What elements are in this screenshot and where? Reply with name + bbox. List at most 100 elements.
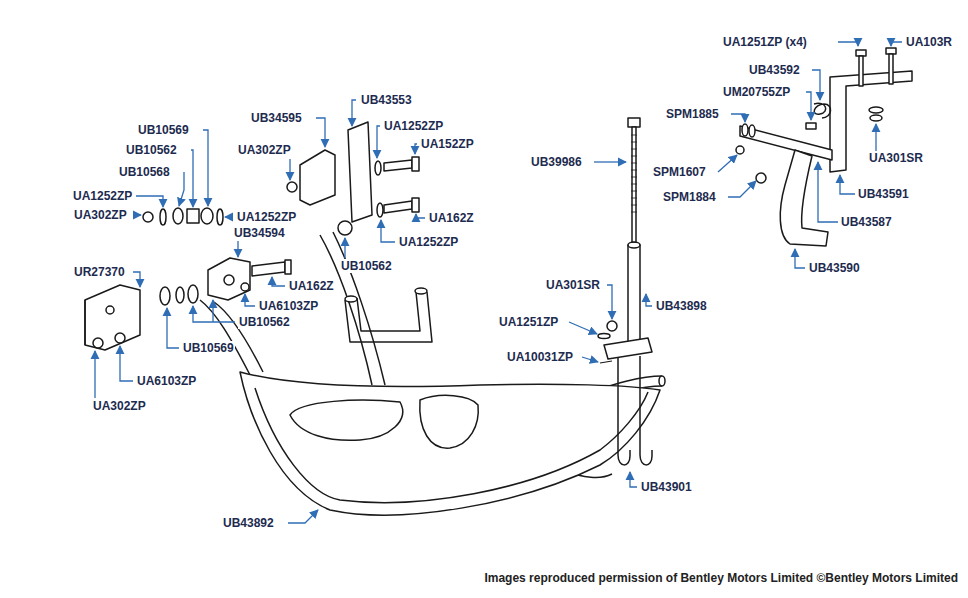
leader-lines xyxy=(344,238,345,258)
pedal-box-drawing xyxy=(85,48,912,515)
pedal-box-drawing xyxy=(604,338,652,359)
pedal-box-drawing xyxy=(285,260,291,274)
part-number: UA162Z xyxy=(428,211,475,225)
pedal-box-drawing xyxy=(412,157,419,171)
leader-lines xyxy=(191,150,193,207)
leader-lines xyxy=(840,175,855,194)
leader-lines xyxy=(212,300,213,322)
pedal-box-drawing xyxy=(859,56,863,86)
part-number: UB10562 xyxy=(125,143,178,157)
pedal-box-drawing xyxy=(252,262,285,276)
pedal-box-drawing xyxy=(420,395,478,448)
leader-lines xyxy=(582,357,598,362)
pedal-box-drawing xyxy=(618,358,630,465)
pedal-box-drawing xyxy=(415,288,427,294)
part-number: UB43892 xyxy=(222,516,275,530)
part-number: UB10568 xyxy=(118,165,171,179)
pedal-box-drawing xyxy=(631,135,637,212)
leader-lines xyxy=(415,144,417,154)
leader-lines xyxy=(377,126,380,158)
part-number: UA10031ZP xyxy=(506,350,574,364)
leader-lines xyxy=(416,214,425,218)
pedal-box-drawing xyxy=(187,209,199,223)
part-number: UA1252ZP xyxy=(236,210,297,224)
part-number: UB43901 xyxy=(640,480,693,494)
leader-lines xyxy=(203,130,208,206)
pedal-box-drawing xyxy=(659,376,665,386)
pedal-box-drawing xyxy=(742,124,748,136)
leader-lines xyxy=(795,249,805,268)
part-number: UA302ZP xyxy=(92,399,147,413)
pedal-box-drawing xyxy=(598,334,610,339)
leader-lines xyxy=(594,161,626,162)
part-number: UR27370 xyxy=(73,265,126,279)
part-number: UB43592 xyxy=(748,63,801,77)
pedal-box-drawing xyxy=(287,182,297,192)
leader-lines xyxy=(136,196,163,207)
pedal-box-drawing xyxy=(208,258,250,300)
pedal-box-drawing xyxy=(240,372,660,515)
part-number: UA1252ZP xyxy=(398,235,459,249)
pedal-box-drawing xyxy=(632,127,636,242)
part-number: UA1251ZP xyxy=(498,315,559,329)
leader-lines xyxy=(95,42,902,523)
pedal-box-drawing xyxy=(173,208,183,224)
leader-lines xyxy=(731,114,745,122)
part-number: UB43553 xyxy=(360,93,413,107)
leader-lines xyxy=(193,306,235,322)
leader-lines xyxy=(718,155,737,172)
pedal-box-drawing xyxy=(886,48,896,54)
part-number: SPM1884 xyxy=(662,190,717,204)
leader-lines xyxy=(316,118,325,147)
pedal-box-drawing xyxy=(870,115,882,121)
pedal-box-drawing xyxy=(607,321,617,331)
pedal-box-drawing xyxy=(93,338,103,348)
part-number: UA1252ZP xyxy=(383,119,444,133)
leader-lines xyxy=(818,162,838,222)
pedal-box-drawing xyxy=(214,302,263,372)
part-number: UA6103ZP xyxy=(136,374,197,388)
pedal-box-drawing xyxy=(84,300,86,345)
pedal-box-drawing xyxy=(290,400,403,440)
leader-lines xyxy=(630,472,637,487)
part-number: UB10562 xyxy=(238,315,291,329)
pedal-box-drawing xyxy=(600,361,612,363)
pedal-box-drawing xyxy=(143,212,153,222)
pedal-box-drawing xyxy=(377,203,383,217)
pedal-box-drawing xyxy=(345,296,357,302)
leader-lines xyxy=(179,172,184,206)
part-number: UA301SR xyxy=(868,151,924,165)
part-number: UB10562 xyxy=(340,259,393,273)
leader-lines xyxy=(607,285,612,319)
part-number: UA301SR xyxy=(545,278,601,292)
pedal-box-drawing xyxy=(756,173,766,183)
pedal-box-drawing xyxy=(188,285,198,303)
part-number: UB43898 xyxy=(655,299,708,313)
leader-lines xyxy=(167,308,179,348)
pedal-box-drawing xyxy=(740,126,832,160)
part-number: UB10569 xyxy=(182,341,235,355)
pedal-box-drawing xyxy=(217,209,223,225)
pedal-box-drawing xyxy=(640,356,652,465)
pedal-box-drawing xyxy=(255,388,648,503)
copyright-caption: Images reproduced permission of Bentley … xyxy=(484,571,958,585)
leader-lines xyxy=(891,42,902,46)
pedal-box-drawing xyxy=(749,125,755,137)
pedal-box-drawing xyxy=(806,123,816,129)
pedal-box-drawing xyxy=(160,209,166,225)
pedal-box-drawing xyxy=(85,285,140,350)
pedal-box-drawing xyxy=(160,287,170,305)
leader-lines xyxy=(646,294,652,306)
part-number: UA1251ZP (x4) xyxy=(722,35,808,49)
part-number: UA103R xyxy=(905,35,953,49)
pedal-box-drawing xyxy=(357,292,420,331)
part-number: UA1252ZP xyxy=(72,189,133,203)
pedal-box-drawing xyxy=(375,161,381,175)
pedal-box-drawing xyxy=(628,245,640,342)
pedal-box-drawing xyxy=(628,242,640,248)
pedal-box-drawing xyxy=(338,221,352,235)
pedal-box-drawing xyxy=(736,146,744,154)
leader-lines xyxy=(728,181,756,197)
pedal-box-drawing xyxy=(869,107,883,113)
